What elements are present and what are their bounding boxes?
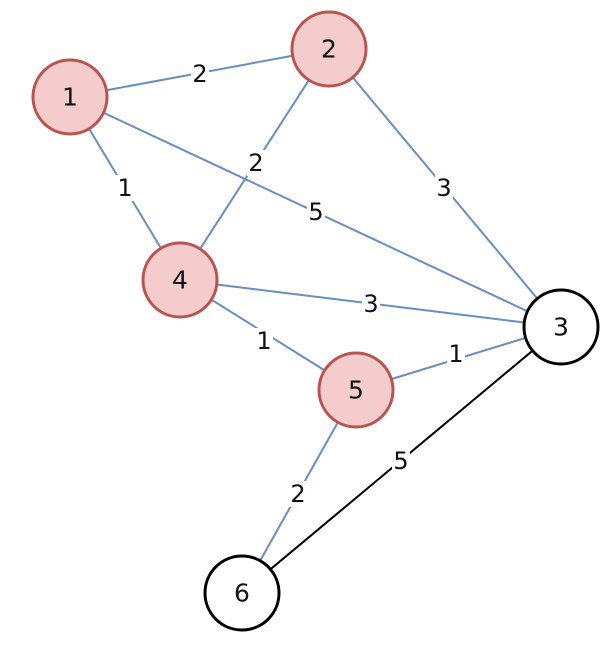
node-2: 2	[290, 10, 368, 88]
node-circle	[522, 288, 600, 366]
node-label: 3	[553, 313, 569, 342]
edge-weight-label: 5	[308, 198, 323, 226]
edge-weight-background	[247, 150, 265, 176]
node-6: 6	[203, 554, 281, 632]
edge-weight-label: 1	[117, 174, 132, 202]
node-5: 5	[317, 351, 395, 429]
edge-weight-label: 2	[290, 480, 305, 508]
edge-weight-label: 5	[393, 447, 408, 475]
edge-weight-background	[435, 175, 453, 201]
edge-weight-background	[392, 448, 410, 474]
node-circle	[290, 10, 368, 88]
edge-weight-background	[447, 341, 465, 367]
edge-weight-label: 2	[248, 149, 263, 177]
edge-weight-background	[255, 328, 273, 354]
edge-weight-label: 2	[192, 60, 207, 88]
node-label: 6	[234, 579, 250, 608]
edge-weight-label: 3	[363, 290, 378, 318]
edge-weight-background	[116, 175, 134, 201]
node-circle	[317, 351, 395, 429]
edge-weight-label: 1	[448, 340, 463, 368]
node-3: 3	[522, 288, 600, 366]
node-label: 5	[348, 376, 364, 405]
edge-weight-background	[307, 199, 325, 225]
node-circle	[141, 241, 219, 319]
node-4: 4	[141, 241, 219, 319]
node-1: 1	[31, 58, 109, 136]
node-circle	[31, 58, 109, 136]
node-circle	[203, 554, 281, 632]
node-label: 2	[321, 35, 337, 64]
edges-layer	[88, 54, 539, 571]
nodes-layer: 1 2 3 4 5 6	[31, 10, 600, 632]
edge-weight-label: 1	[256, 327, 271, 355]
edge-weight-background	[289, 481, 307, 507]
edge-labels-layer: 2 1 5 2 3 3 1 1 2 5	[116, 60, 465, 508]
edge-weight-background	[362, 291, 380, 317]
edge-weight-label: 3	[436, 174, 451, 202]
node-label: 4	[172, 266, 188, 295]
edge-weight-background	[191, 61, 209, 87]
node-label: 1	[62, 83, 78, 112]
